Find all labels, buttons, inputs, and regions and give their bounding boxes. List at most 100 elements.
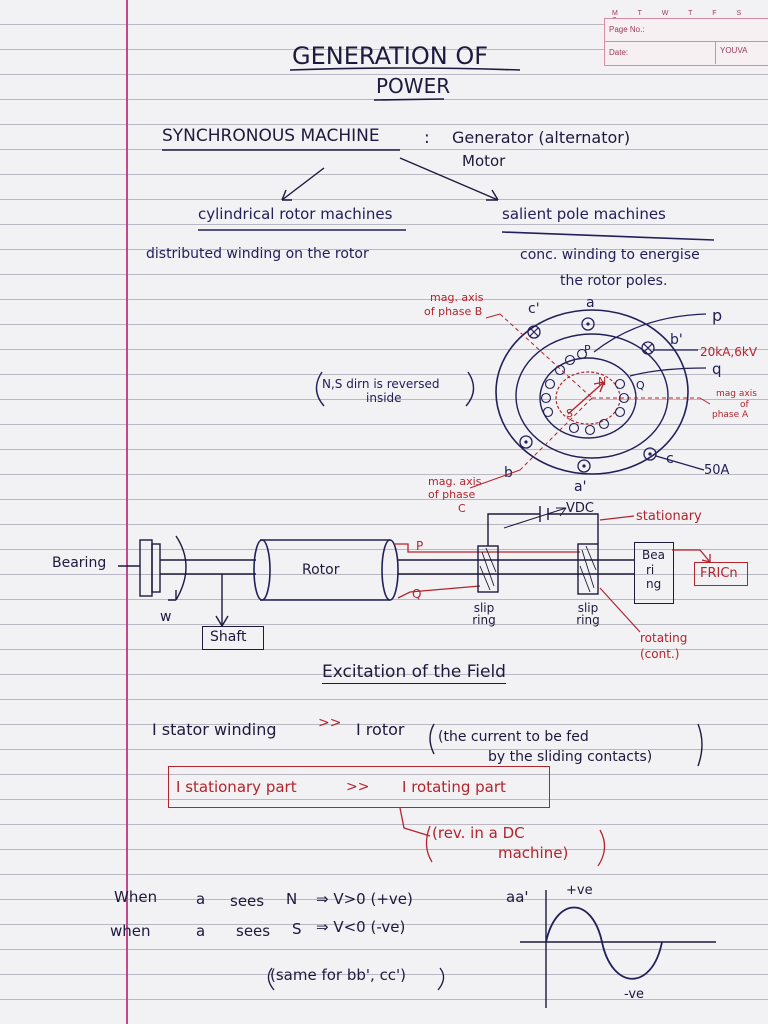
mag-axis-a-3: phase A [712, 410, 749, 420]
bearing-right-2: ri [646, 563, 655, 577]
voltage-waveform [520, 890, 716, 1008]
friction-box [694, 562, 748, 586]
salient-desc-2: the rotor poles. [560, 273, 668, 289]
cylindrical-desc: distributed winding on the rotor [146, 246, 369, 262]
omega-label: w [160, 609, 172, 625]
rotating-pointer [599, 587, 641, 633]
mag-axis-c-3: C [458, 502, 466, 515]
sine-curve [545, 906, 663, 980]
axis-phase-c [519, 397, 593, 471]
page-header-box: Page No.: Date: YOUVA [604, 18, 768, 66]
rotor-ns-axis [567, 381, 605, 415]
label-a: a [586, 295, 595, 311]
vdc-label: VDC [566, 501, 594, 516]
mag-axis-b-2: of phase B [424, 305, 483, 318]
slip-ring-2 [577, 543, 599, 595]
stator-outer [495, 309, 689, 475]
label-p-outer: p [712, 306, 723, 325]
dc-note-2: machine) [498, 844, 569, 862]
shaft-box [202, 626, 264, 650]
lead-p [593, 313, 707, 353]
mag-axis-b-1: mag. axis [430, 291, 484, 304]
shaft-line-right [398, 559, 634, 575]
stationary-rotating-box [168, 766, 550, 808]
when-2-result: ⇒ V<0 (-ve) [316, 918, 406, 936]
ns-note-2: inside [366, 391, 402, 405]
arrow-to-salient [399, 157, 499, 201]
label-b-prime: b' [670, 332, 683, 348]
bearing-right-box [634, 542, 674, 604]
dc-note-arrow [399, 807, 431, 837]
compare-symbol-1: >> [318, 715, 342, 731]
brand-label: YOUVA [715, 41, 747, 64]
sync-heading: SYNCHRONOUS MACHINE [162, 126, 380, 146]
when-1-n: N [286, 890, 298, 908]
shaft-label: Shaft [210, 629, 247, 645]
shaft-p-label: P [416, 539, 424, 553]
title-underline [289, 67, 521, 71]
arrowhead-salient [486, 189, 499, 201]
rotor-body [260, 539, 390, 601]
i-stator-label: I stator winding [152, 720, 277, 739]
shaft-diagram [118, 506, 711, 633]
label-b: b [504, 465, 513, 481]
label-c-prime: c' [528, 301, 540, 317]
wire-p [394, 543, 580, 553]
sync-colon: : [424, 128, 430, 148]
i-stationary-label: I stationary part [176, 778, 297, 796]
rotor-inner [555, 371, 621, 425]
page-no-label: Page No.: [609, 25, 645, 34]
machine-cross-section [315, 309, 711, 489]
conductor-c [643, 447, 657, 461]
shaft-line-left [160, 559, 256, 575]
stationary-label: stationary [636, 509, 702, 524]
conductor-b-prime [641, 341, 655, 355]
when-2-sees: sees [236, 922, 271, 940]
when-1-result: ⇒ V>0 (+ve) [316, 890, 413, 908]
vdc-circuit [487, 513, 599, 546]
rotating-label-1: rotating [640, 631, 688, 645]
bearing-right-1: Bea [642, 548, 665, 562]
when-2-a: a [196, 922, 206, 940]
shaft-q-label: Q [412, 587, 422, 601]
label-q-inner: Q [636, 379, 645, 392]
mag-axis-a-1: mag axis [716, 389, 757, 399]
friction-label: FRICn [700, 566, 738, 581]
rotor-conductors [540, 348, 630, 436]
label-p-inner: P [584, 343, 591, 356]
rotor-label: Rotor [302, 562, 340, 578]
when-2-s: S [292, 920, 302, 938]
friction-arrow [672, 549, 711, 563]
i-rotor-label: I rotor [356, 720, 405, 739]
lead-q [629, 367, 707, 377]
when-1-word: When [114, 888, 158, 906]
when-1-a: a [196, 890, 206, 908]
conductor-b [519, 435, 533, 449]
conductor-a-prime [577, 459, 591, 473]
salient-desc-1: conc. winding to energise [520, 247, 700, 263]
compare-symbol-2: >> [346, 779, 370, 795]
label-c: c [666, 451, 674, 467]
header-divider [605, 41, 768, 65]
when-2-word: when [110, 922, 151, 940]
rotor-note-1: (the current to be fed [438, 729, 589, 745]
bearing-right-3: ng [646, 577, 662, 591]
rotating-label-2: (cont.) [640, 647, 680, 661]
current-20ka: 20kA,6kV [700, 345, 758, 359]
title-line-1: GENERATION OF [292, 42, 489, 70]
plus-ve-label: +ve [566, 883, 593, 898]
conductor-c-prime [527, 325, 541, 339]
generator-label: Generator (alternator) [452, 128, 631, 147]
title-line-2: POWER [376, 74, 451, 98]
conductor-crosses [529, 327, 653, 353]
rotor-note-2: by the sliding contacts) [488, 749, 653, 765]
rotation-arc [175, 535, 187, 601]
stator-inner [515, 333, 669, 459]
i-rotating-label: I rotating part [402, 778, 506, 796]
arrow-to-cylindrical [281, 167, 325, 201]
cylindrical-label: cylindrical rotor machines [198, 205, 393, 223]
mag-axis-a-2: of [740, 400, 749, 410]
motor-label: Motor [462, 152, 506, 170]
